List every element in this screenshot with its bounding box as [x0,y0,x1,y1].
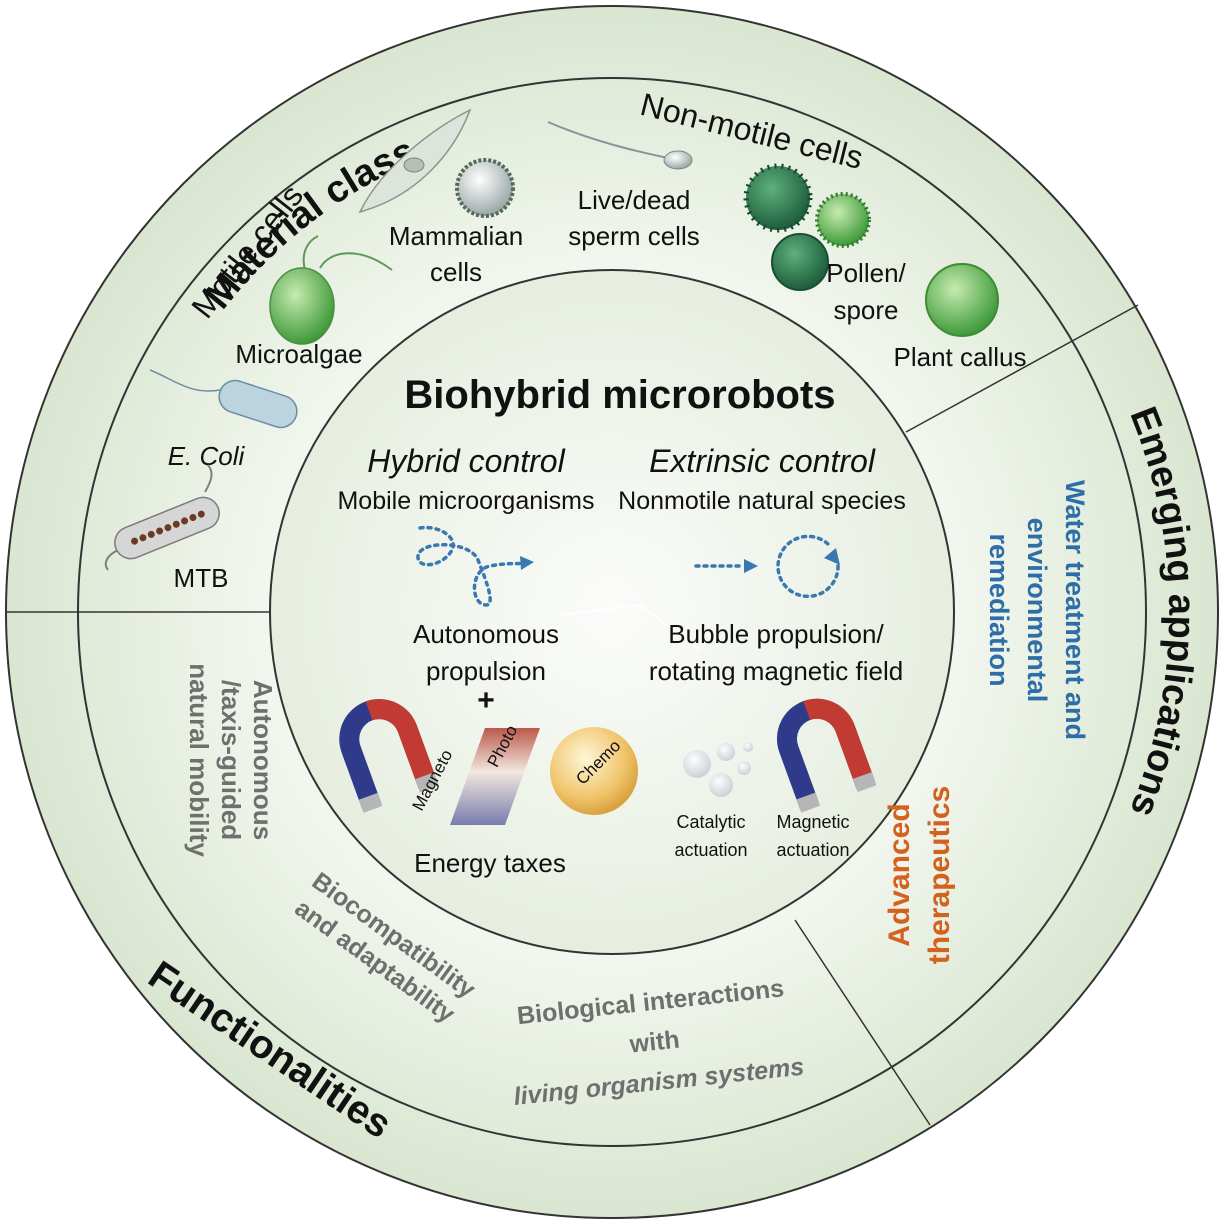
ecoli-icon [149,369,298,429]
catalytic-label-1: Catalytic [676,812,745,832]
center-title: Biohybrid microrobots [404,373,835,417]
plant-callus-icon [925,263,999,337]
mtb-icon [104,464,220,571]
pollen-label-2: spore [833,295,898,325]
sperm-cell-icon [547,121,693,170]
bubble-propulsion-2: rotating magnetic field [649,656,903,686]
autonomous-propulsion-2: propulsion [426,656,546,686]
app-adv-2: therapeutics [923,786,956,964]
func-autonomous-1: Autonomous [248,680,278,840]
pollen-icon [743,163,871,291]
plus-sign: + [477,684,495,717]
magnet-actuation-icon [777,698,877,813]
microalgae-icon [269,235,393,345]
light-beam-icon [450,728,540,825]
chemical-gradient-icon [550,727,638,815]
app-adv-1: Advanced [883,803,916,946]
hybrid-control-label: Hybrid control [367,443,565,479]
divider-upper-right [905,304,1139,433]
application-water-treatment: Water treatment and environmental remedi… [984,480,1090,740]
mammalian-label-2: cells [430,257,482,287]
microalgae-label: Microalgae [235,339,362,369]
middle-ring [77,77,1147,1147]
magnetic-label-2: actuation [776,840,849,860]
application-therapeutics: Advanced therapeutics [883,786,956,964]
functionality-mobility: Autonomous /taxis-guided natural mobilit… [184,663,278,857]
extrinsic-control-label: Extrinsic control [649,443,876,479]
app-water-2: environmental [1022,518,1052,703]
energy-taxes-label: Energy taxes [414,848,566,878]
nonmotile-species-label: Nonmotile natural species [618,487,906,515]
sperm-label-2: sperm cells [568,221,699,251]
inner-disc [269,269,955,955]
app-water-1: Water treatment and [1060,480,1090,740]
magnetic-label-1: Magnetic [776,812,849,832]
ecoli-label: E. Coli [168,441,246,471]
random-walk-trajectory-icon [416,525,532,607]
mammalian-label-1: Mammalian [389,221,523,251]
autonomous-propulsion-1: Autonomous [413,619,559,649]
mobile-microorganisms-label: Mobile microorganisms [337,487,594,515]
mtb-label: MTB [174,563,229,593]
catalytic-label-2: actuation [674,840,747,860]
straight-arrowhead-icon [744,559,758,573]
bubble-propulsion-1: Bubble propulsion/ [668,619,884,649]
center-split-line [559,603,701,651]
func-bio-2: with [627,1025,681,1058]
divider-lower-right [794,919,931,1126]
sperm-label-1: Live/dead [578,185,691,215]
rotating-arrowhead-icon [824,548,840,565]
app-water-3: remediation [984,533,1014,686]
pollen-label-1: Pollen/ [826,258,906,288]
trajectory-arrowhead-icon [520,556,534,570]
plant-callus-label: Plant callus [894,342,1027,372]
func-autonomous-2: /taxis-guided [216,680,246,840]
bubbles-icon [683,742,753,797]
func-autonomous-3: natural mobility [184,663,214,857]
rotating-arrow-icon [776,534,840,599]
mammalian-cell-icon [358,108,515,218]
magnet-icon [339,699,439,813]
